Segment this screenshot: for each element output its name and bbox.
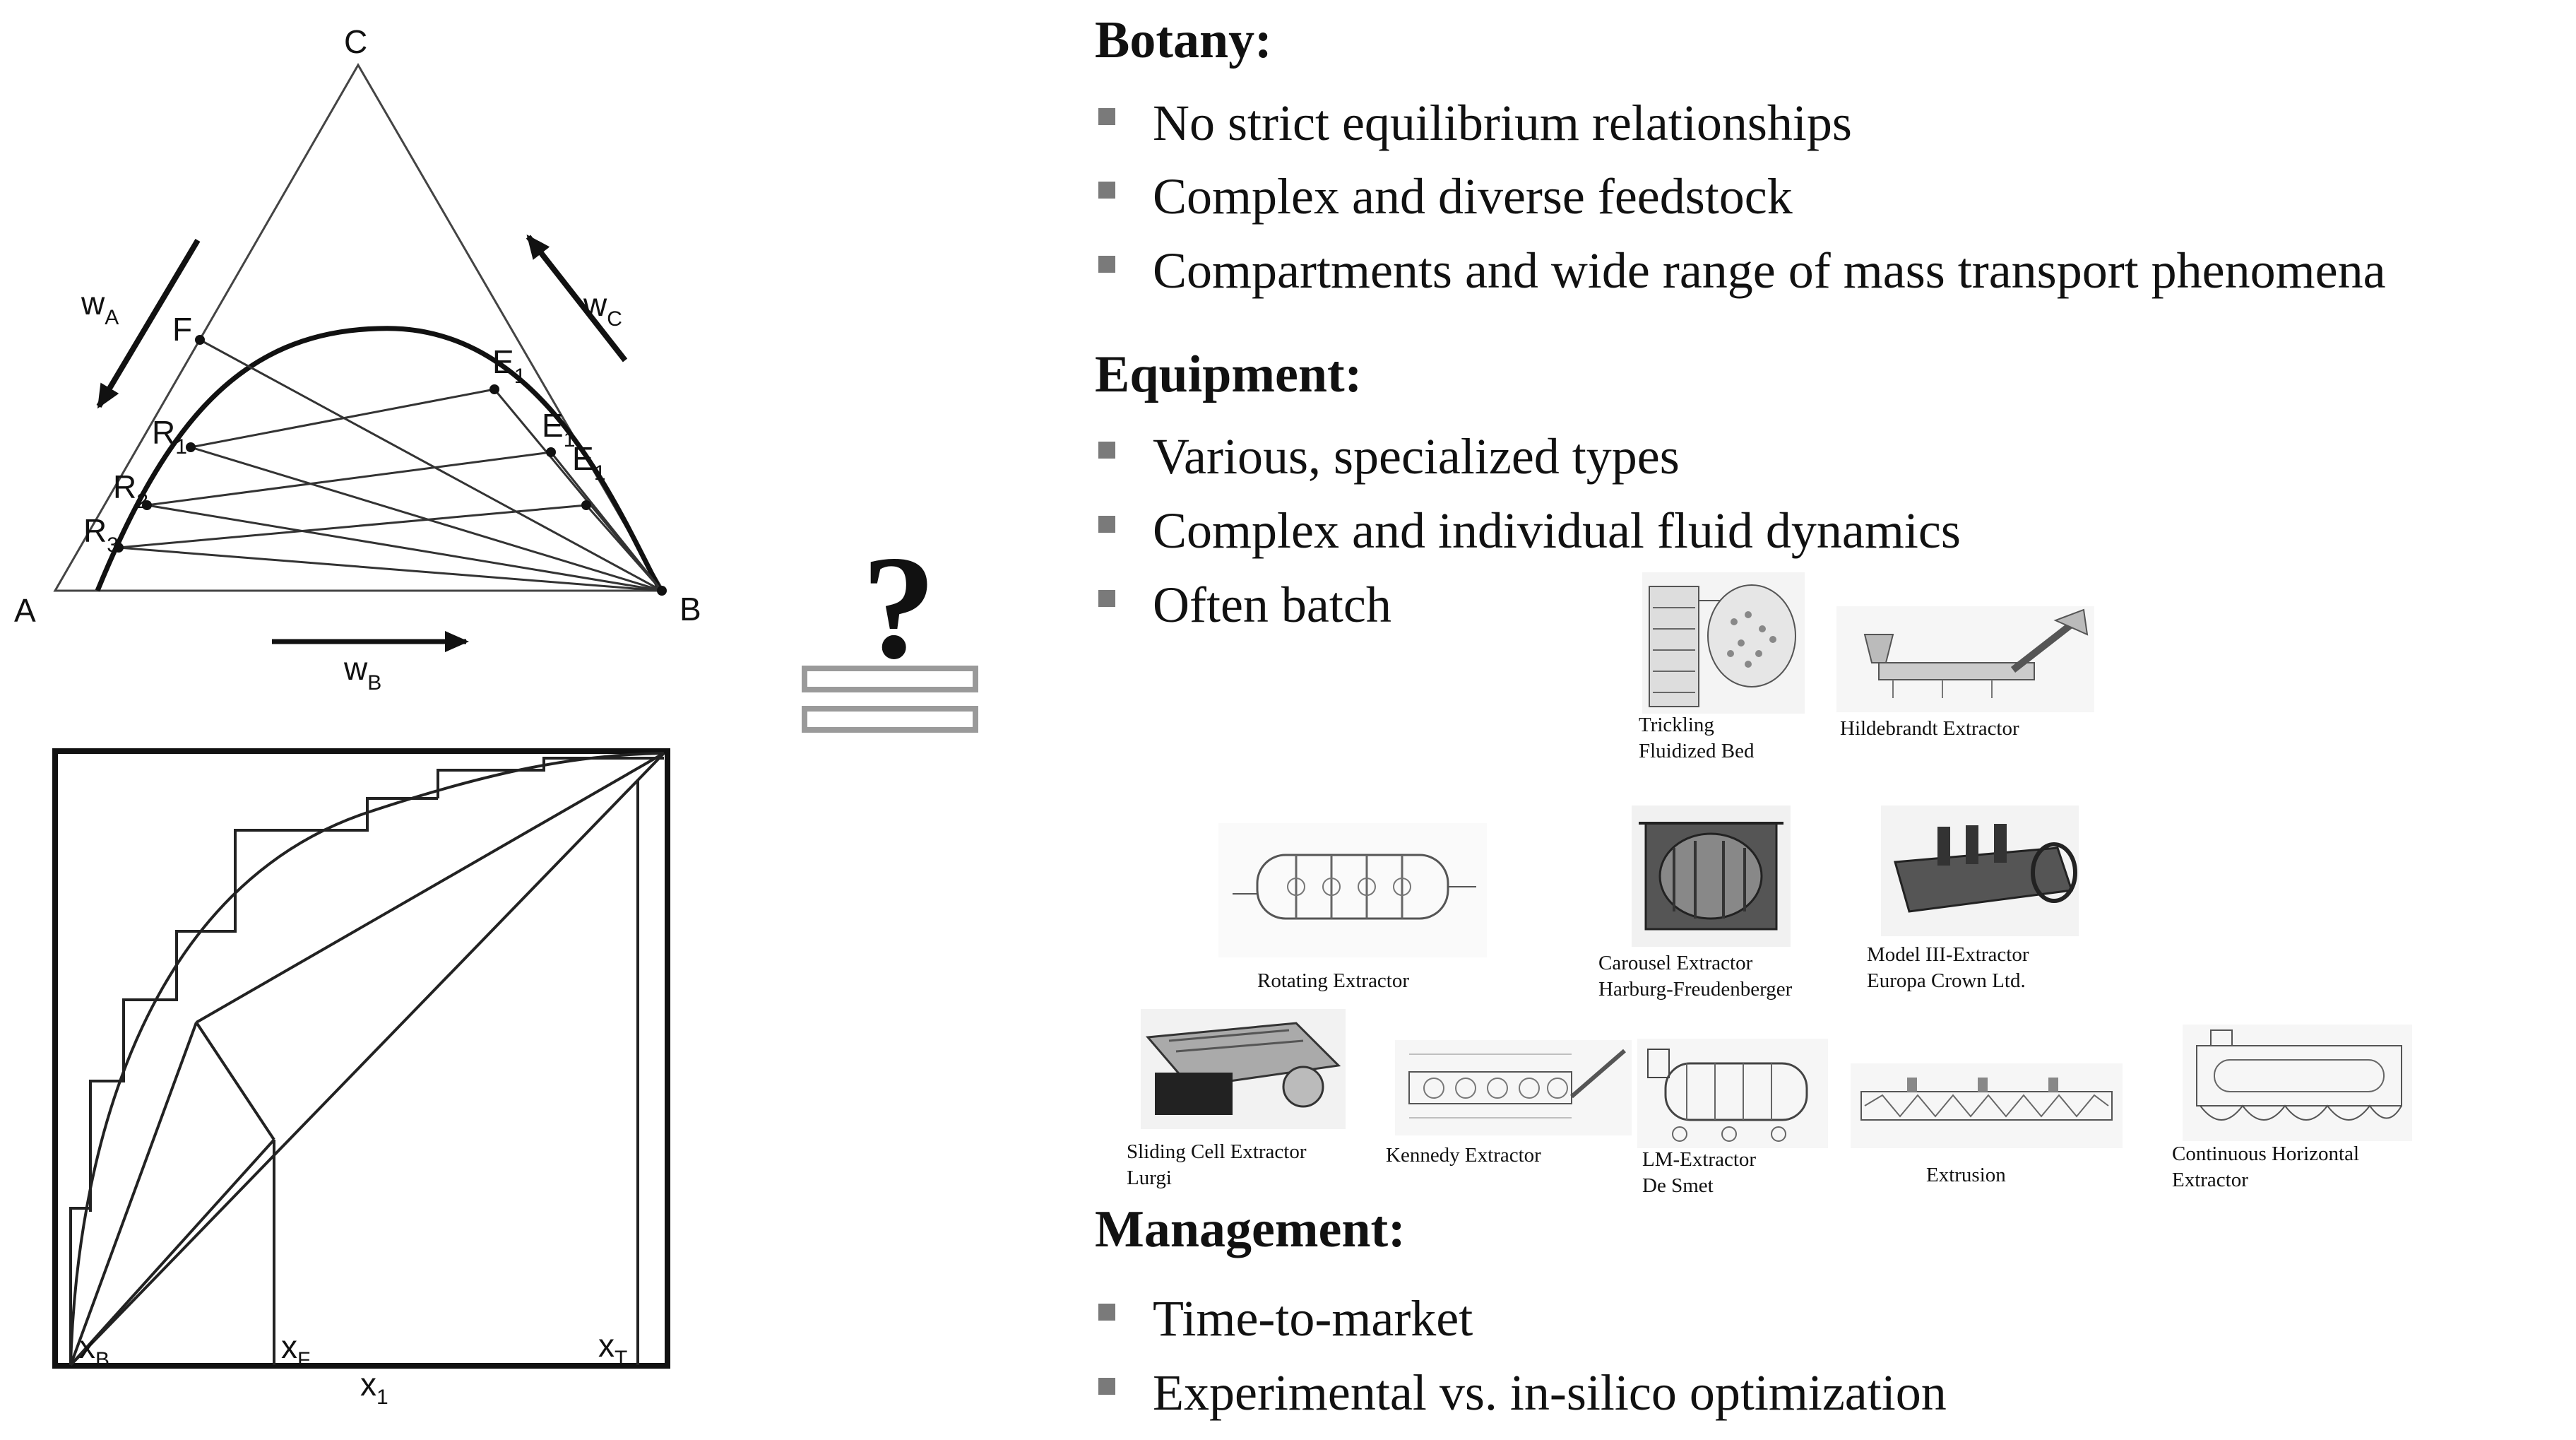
wA-label: wA — [81, 285, 119, 329]
stage-steps — [69, 757, 664, 1365]
lm-extractor-illustration — [1637, 1039, 1828, 1148]
bullet-square-icon — [1098, 441, 1115, 459]
botany-bullet-2: Complex and diverse feedstock — [1098, 167, 1793, 226]
management-bullet-2: Experimental vs. in-silico optimization — [1098, 1364, 1947, 1422]
trickling-illustration — [1642, 572, 1805, 714]
carousel-caption: Carousel Extractor Harburg-Freudenberger — [1598, 952, 1793, 1001]
vertex-C-label: C — [344, 23, 367, 60]
question-mark: ? — [862, 526, 936, 690]
management-heading: Management: — [1095, 1200, 1406, 1258]
operating-lines — [69, 752, 665, 1367]
extrusion-illustration — [1851, 1063, 2123, 1148]
ternary-diagram: C A B F R1 R2 R3 E1 E1 E1 wA wC wB — [14, 23, 701, 695]
sliding-cell-extractor-figure — [1141, 1009, 1346, 1133]
continuous-horizontal-caption: Continuous Horizontal Extractor — [2172, 1143, 2360, 1191]
R3-label: R3 — [83, 512, 119, 557]
tie-lines — [118, 338, 663, 592]
continuous-horizontal-extractor-figure — [2183, 1025, 2412, 1145]
R1-label: R1 — [152, 414, 187, 459]
botany-bullet-1: No strict equilibrium relationships — [1098, 94, 1852, 153]
bullet-square-icon — [1098, 515, 1115, 533]
stage-diagram-frame — [52, 748, 670, 1369]
vertex-A-label: A — [14, 592, 36, 629]
equals-bar-bottom — [802, 706, 978, 733]
carousel-extractor-figure — [1632, 805, 1791, 950]
lm-extractor-caption: LM-Extractor De Smet — [1642, 1148, 1757, 1197]
sliding-cell-caption: Sliding Cell Extractor Lurgi — [1127, 1140, 1307, 1189]
bullet-text: Complex and diverse feedstock — [1153, 168, 1793, 225]
bullet-text: Various, specialized types — [1153, 428, 1680, 485]
bullet-text: Complex and individual fluid dynamics — [1153, 502, 1961, 559]
model3-caption: Model III-Extractor Europa Crown Ltd. — [1867, 943, 2029, 992]
E1a-label: E1 — [492, 343, 526, 388]
arrow-wA — [96, 238, 201, 409]
xB-label: xB — [79, 1328, 109, 1371]
botany-bullet-3: Compartments and wide range of mass tran… — [1098, 242, 2386, 300]
bullet-square-icon — [1098, 107, 1115, 125]
arrow-wC — [526, 234, 628, 362]
equipment-bullet-2: Complex and individual fluid dynamics — [1098, 502, 1961, 560]
equals-bar-top — [802, 666, 978, 692]
rotating-caption: Rotating Extractor — [1257, 969, 1410, 992]
extrusion-caption: Extrusion — [1926, 1164, 2006, 1186]
continuous-horizontal-illustration — [2183, 1025, 2412, 1141]
kennedy-caption: Kennedy Extractor — [1386, 1144, 1541, 1167]
kennedy-illustration — [1395, 1040, 1632, 1135]
bullet-square-icon — [1098, 255, 1115, 273]
hildebrandt-illustration — [1836, 606, 2094, 712]
trickling-caption: Trickling Fluidized Bed — [1639, 714, 1755, 762]
E1c-label: E1 — [572, 440, 605, 485]
rotating-illustration — [1218, 823, 1487, 957]
trickling-fluidized-bed-figure — [1642, 572, 1805, 717]
equipment-bullet-1: Various, specialized types — [1098, 427, 1680, 486]
model3-extractor-figure — [1881, 805, 2079, 940]
hildebrandt-caption: Hildebrandt Extractor — [1840, 717, 2019, 740]
bullet-text: Experimental vs. in-silico optimization — [1153, 1364, 1947, 1421]
extrusion-figure — [1851, 1063, 2123, 1152]
bullet-text: No strict equilibrium relationships — [1153, 95, 1852, 151]
bullet-square-icon — [1098, 1303, 1115, 1321]
equilibrium-curve — [69, 752, 665, 1366]
bullet-square-icon — [1098, 1377, 1115, 1395]
wB-label: wB — [343, 650, 381, 695]
bullet-text: Compartments and wide range of mass tran… — [1153, 242, 2386, 299]
hildebrandt-extractor-figure — [1836, 606, 2094, 716]
point-F-label: F — [172, 311, 192, 348]
xF-label: xF — [281, 1328, 310, 1371]
lm-extractor-figure — [1637, 1039, 1828, 1152]
management-bullet-1: Time-to-market — [1098, 1289, 1473, 1348]
bullet-text: Time-to-market — [1153, 1290, 1473, 1347]
xT-label: xT — [598, 1327, 627, 1370]
rotating-extractor-figure — [1218, 823, 1487, 961]
ternary-triangle — [53, 63, 665, 592]
ternary-points — [114, 335, 667, 596]
equipment-bullet-3: Often batch — [1098, 576, 1391, 635]
wC-label: wC — [583, 286, 622, 331]
bullet-square-icon — [1098, 181, 1115, 199]
E1b-label: E1 — [542, 407, 575, 452]
binodal-curve — [95, 326, 663, 592]
model3-illustration — [1881, 805, 2079, 936]
equipment-heading: Equipment: — [1095, 346, 1363, 403]
vertex-B-label: B — [679, 591, 701, 627]
bullet-text: Often batch — [1153, 577, 1391, 633]
x1-axis-label: x1 — [360, 1366, 388, 1409]
botany-heading: Botany: — [1095, 11, 1272, 69]
bullet-square-icon — [1098, 589, 1115, 607]
sliding-cell-illustration — [1141, 1009, 1346, 1129]
kennedy-extractor-figure — [1395, 1040, 1632, 1139]
stage-diagram: xB xF xT x1 — [52, 748, 670, 1409]
carousel-illustration — [1632, 805, 1791, 947]
R2-label: R2 — [113, 468, 148, 513]
